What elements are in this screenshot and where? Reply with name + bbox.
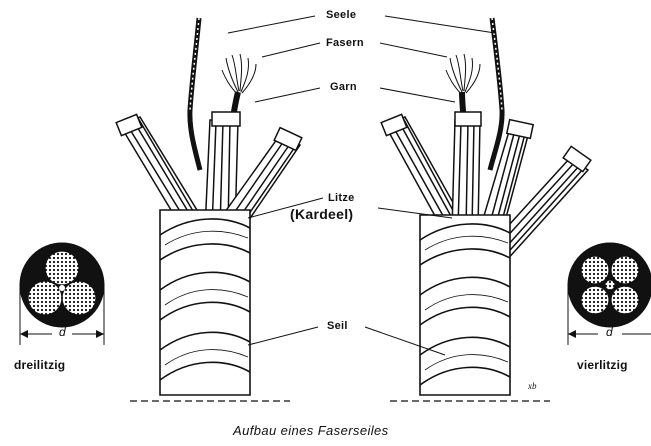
label-fasern: Fasern <box>326 38 364 49</box>
figure-caption: Aufbau eines Faserseiles <box>233 424 389 437</box>
left-rope-body <box>160 210 250 395</box>
right-strand-2 <box>452 112 481 230</box>
right-rope <box>381 18 591 395</box>
right-strand-1 <box>381 114 460 225</box>
label-diameter-right: d <box>606 326 613 338</box>
label-kardeel: (Kardeel) <box>290 207 353 221</box>
label-vierlitzig: vierlitzig <box>577 359 628 371</box>
label-seil: Seil <box>327 321 348 332</box>
label-diameter-left: d <box>59 326 66 338</box>
left-strand-1 <box>116 114 200 225</box>
right-fibers <box>446 54 480 94</box>
label-litze: Litze <box>328 193 355 204</box>
left-fibers <box>222 54 256 94</box>
label-seele: Seele <box>326 10 356 21</box>
artist-signature: xb <box>528 382 537 391</box>
right-rope-body <box>420 215 510 395</box>
label-garn: Garn <box>330 82 357 93</box>
label-dreilitzig: dreilitzig <box>14 359 65 371</box>
